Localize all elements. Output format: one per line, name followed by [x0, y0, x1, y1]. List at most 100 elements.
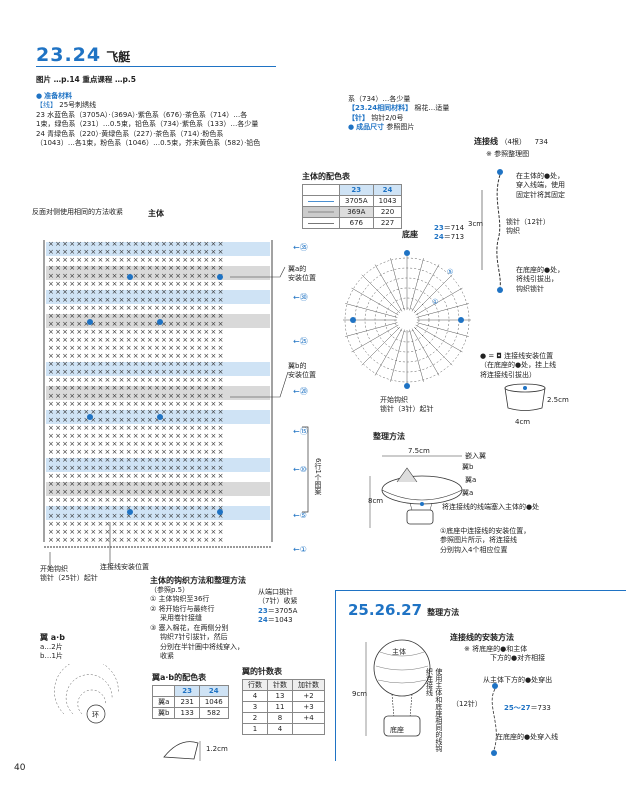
stitch-row: ×××××××××××××××××××××××××: [48, 256, 225, 264]
stitch-row: ×××××××××××××××××××××××××: [48, 408, 225, 416]
wing-count-table-title: 翼的针数表: [242, 667, 282, 676]
s2-n1: ※ 将底座的●和主体: [464, 645, 528, 653]
wing-a: a…2片: [40, 643, 63, 651]
connect-b3: 钩织锁针: [516, 284, 544, 293]
connect-n3: 固定针将其固定: [516, 190, 565, 199]
wing-size: 1.2cm: [206, 745, 228, 753]
from-v23: ＝3705A: [267, 606, 298, 615]
cell: 1046: [198, 696, 229, 708]
page-number: 40: [14, 763, 26, 773]
head: 针数: [267, 679, 293, 691]
wing-b: b…1片: [40, 652, 63, 661]
materials-block: 准备材料 【线】 25号刺绣线 23 水蓝色系（3705A）·（369A）·紫色…: [36, 92, 336, 149]
col-23: 23: [339, 184, 374, 196]
from-v24: ＝1043: [267, 616, 293, 625]
method-s3d: 收紧: [160, 652, 174, 661]
chart-stitches: ××××××××××××××××××××××××××××××××××××××××…: [48, 240, 225, 544]
stitch-row: ×××××××××××××××××××××××××: [48, 384, 225, 392]
stitch-row: ×××××××××××××××××××××××××: [48, 432, 225, 440]
connect-n2: 穿入线端，使用: [516, 181, 565, 190]
assembly-b1: ①底座中连接线的安装位置，: [440, 527, 531, 535]
method-ref: （参照p.5）: [150, 586, 190, 594]
cell: 231: [174, 696, 200, 708]
yarn-type: 25号刺绣线: [59, 101, 97, 110]
base-height: 2.5cm: [547, 396, 569, 404]
cell: 3705A: [339, 195, 374, 207]
chart-shading: [46, 242, 270, 520]
stitch-row: ×××××××××××××××××××××××××: [48, 464, 225, 472]
needle: 钩针2/0号: [371, 113, 404, 122]
from-end1: 从端口挑针: [258, 588, 293, 596]
cell: 11: [267, 701, 293, 713]
cell: 翼a: [151, 696, 176, 708]
section-header: 23.24 飞艇: [36, 44, 130, 66]
connect-line-diagram: [481, 169, 503, 293]
stitch-row: ×××××××××××××××××××××××××: [48, 304, 225, 312]
assembly-wa2: 翼a: [462, 489, 474, 497]
method-title: 主体的钩织方法和整理方法: [150, 576, 246, 585]
cell: 2: [242, 712, 268, 724]
row-marker: ←㉕: [293, 337, 308, 346]
wing-title: 翼 a·b: [40, 633, 65, 642]
stitch-row: ×××××××××××××××××××××××××: [48, 248, 225, 256]
stitch-row: ×××××××××××××××××××××××××: [48, 312, 225, 320]
stitch-row: ×××××××××××××××××××××××××: [48, 368, 225, 376]
cell: 1: [242, 723, 268, 735]
base-shape-diagram: [504, 383, 546, 411]
stitch-row: ×××××××××××××××××××××××××: [48, 472, 225, 480]
connect-b1: 在底座的●处，: [516, 266, 565, 274]
materials-23: 23 水蓝色系（3705A）·（369A）·紫色系（676）·茶色系（714）……: [36, 110, 248, 119]
method-s3: ③ 塞入棉花，在两侧分别: [150, 623, 229, 632]
header-rule: [36, 66, 276, 67]
materials-24: 24 青绿色系（220）·黄绿色系（227）·茶色系（714）·粉色系: [36, 129, 224, 138]
base-start2: 锁针（3针）起针: [380, 405, 434, 414]
pos-l2: （在底座的●处，挂上线: [480, 361, 557, 370]
size: 参照图片: [386, 123, 415, 132]
assembly-title: 整理方法: [373, 432, 405, 441]
from-end-note: 从端口挑针 （7针）收紧 23＝3705A 24＝1043: [258, 588, 297, 626]
stitch-row: ×××××××××××××××××××××××××: [48, 328, 225, 336]
stitch-row: ×××××××××××××××××××××××××: [48, 360, 225, 368]
balloon-main: 主体: [392, 648, 406, 656]
stitch-row: ×××××××××××××××××××××××××: [48, 536, 225, 544]
section2-title: 整理方法: [427, 608, 460, 617]
section2-chain: （12针）: [452, 700, 482, 708]
base-c24: 24: [434, 233, 444, 242]
base-c23: 23: [434, 224, 444, 232]
row-marker: ←⑩: [293, 465, 307, 474]
size-label: 成品尺寸: [348, 123, 384, 131]
yarn-label: 【线】: [36, 101, 57, 110]
assembly-height: 8cm: [368, 497, 384, 505]
pattern-number: 23.24: [36, 44, 102, 66]
col-24: 24: [372, 184, 403, 196]
s2-v2: 相同的线钩织: [425, 668, 443, 752]
pattern-name: 飞艇: [106, 50, 131, 64]
cell: 1043: [372, 195, 403, 207]
wing-b-pos-note: 翼b的 安装位置: [288, 362, 316, 381]
main-chart-title: 主体: [148, 209, 164, 218]
method-s3c: 分别在半针圈中将线穿入，: [160, 642, 244, 651]
stitch-row: ×××××××××××××××××××××××××: [48, 504, 225, 512]
base-width: 4cm: [515, 418, 531, 426]
stitch-row: ×××××××××××××××××××××××××: [48, 416, 225, 424]
needle-label: 【针】: [348, 113, 369, 122]
cell: 227: [372, 217, 403, 229]
stitch-row: ×××××××××××××××××××××××××: [48, 456, 225, 464]
stitch-row: ×××××××××××××××××××××××××: [48, 440, 225, 448]
from-c24: 24: [258, 616, 268, 625]
repeat-note: 6行1个图案: [314, 458, 322, 495]
connect-title: 连接线: [474, 137, 498, 146]
main-chart-top-note: 反面对侧使用相同的方法收紧: [32, 208, 123, 216]
section2-num: 25.26.27: [348, 601, 423, 619]
main-crochet-chart: ××××××××××××××××××××××××××××××××××××××××…: [43, 240, 309, 570]
wing-a-pos: 翼a的: [288, 265, 307, 273]
wing-crochet-chart: [54, 664, 119, 724]
wing-b-pos2: 安装位置: [288, 371, 316, 380]
head: 加针数: [292, 679, 325, 691]
cell: 676: [339, 217, 374, 229]
connect-count: （4根）: [500, 138, 527, 146]
connect-ref: ※ 参照整理图: [486, 150, 530, 158]
method-s1: ① 主体钩织至36行: [150, 595, 210, 604]
stitch-row: ×××××××××××××××××××××××××: [48, 376, 225, 384]
